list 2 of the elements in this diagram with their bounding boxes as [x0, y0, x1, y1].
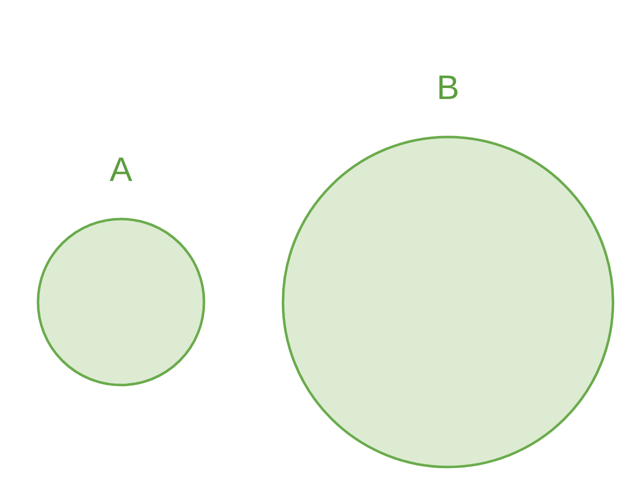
circle-label: B: [436, 68, 460, 108]
circle-label: A: [108, 150, 134, 190]
